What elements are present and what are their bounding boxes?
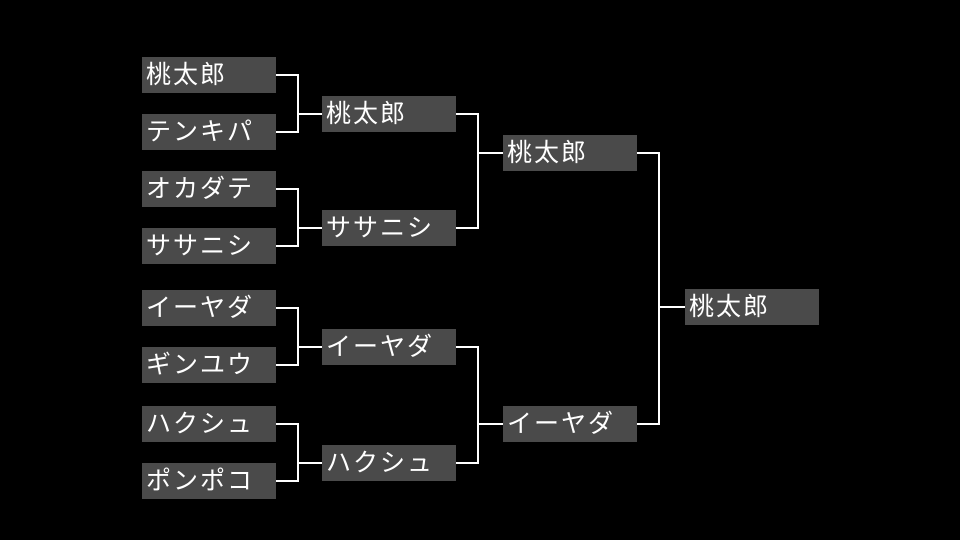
round1-slot-7: ハクシュ <box>142 406 276 442</box>
round1-slot-8: ポンポコ <box>142 463 276 499</box>
connector-r1-pair1 <box>276 74 322 133</box>
round2-slot-1: 桃太郎 <box>322 96 456 132</box>
connector-final <box>637 152 685 425</box>
round2-slot-3: イーヤダ <box>322 329 456 365</box>
connector-r2-pair1 <box>456 113 503 229</box>
round1-slot-3: オカダテ <box>142 171 276 207</box>
connector-r1-pair2 <box>276 188 322 247</box>
round3-slot-1: 桃太郎 <box>503 135 637 171</box>
connector-r1-pair3 <box>276 307 322 366</box>
connector-r1-pair4 <box>276 423 322 482</box>
round1-slot-5: イーヤダ <box>142 290 276 326</box>
champion-slot: 桃太郎 <box>685 289 819 325</box>
round1-slot-1: 桃太郎 <box>142 57 276 93</box>
round1-slot-4: ササニシ <box>142 228 276 264</box>
round2-slot-4: ハクシュ <box>322 445 456 481</box>
round1-slot-6: ギンユウ <box>142 347 276 383</box>
round3-slot-2: イーヤダ <box>503 406 637 442</box>
round1-slot-2: テンキパ <box>142 114 276 150</box>
round2-slot-2: ササニシ <box>322 210 456 246</box>
connector-r2-pair2 <box>456 346 503 464</box>
